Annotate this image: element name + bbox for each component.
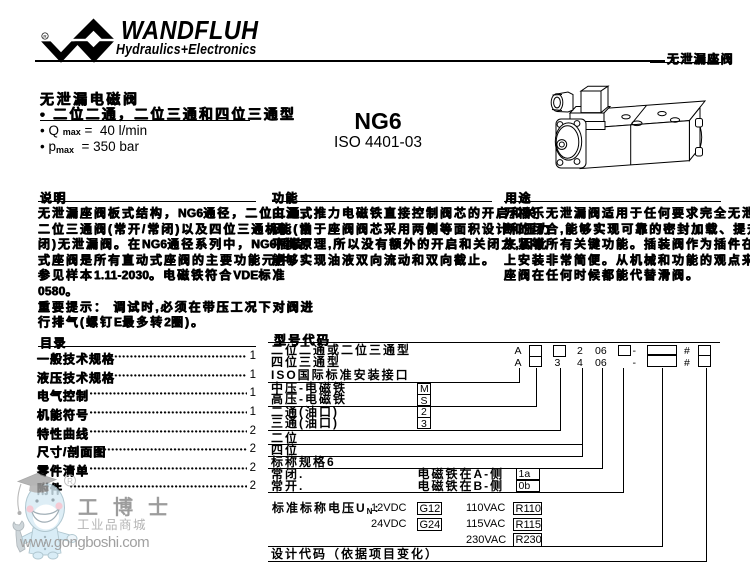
svg-text:R: R — [67, 477, 73, 486]
svg-text:R: R — [43, 34, 47, 39]
